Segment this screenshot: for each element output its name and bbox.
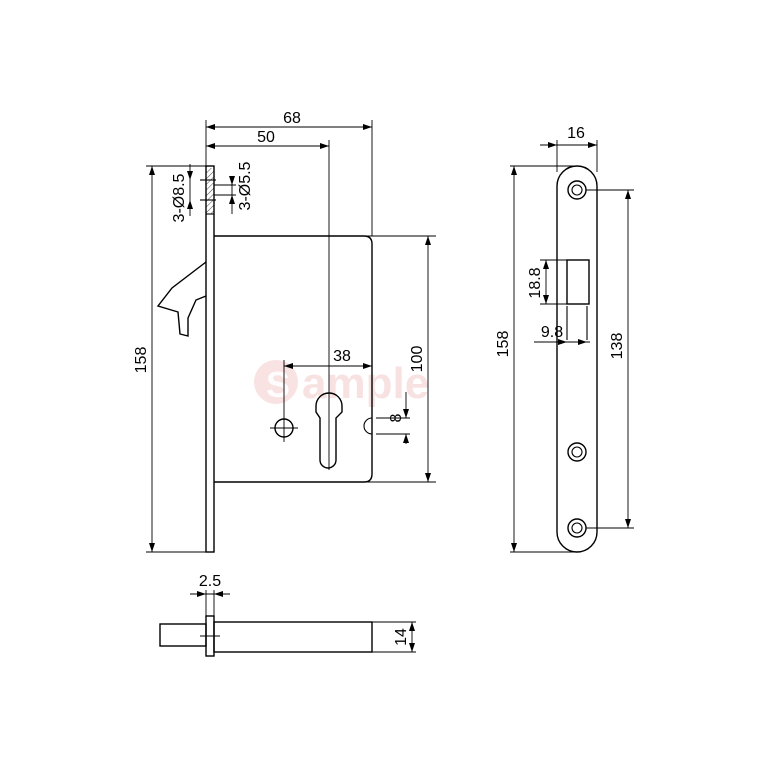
dim-14: 14 xyxy=(393,628,410,646)
dim-2-5: 2.5 xyxy=(199,573,221,590)
dim-hole-5-5: 3-Ø5.5 xyxy=(237,161,254,210)
bottom-view: 2.5 14 xyxy=(159,573,416,657)
dim-158-front: 158 xyxy=(133,347,150,374)
dim-50: 50 xyxy=(257,129,275,146)
dim-100: 100 xyxy=(409,346,426,373)
dim-hole-8-5: 3-Ø8.5 xyxy=(171,173,188,222)
side-view: 16 158 18.8 9.8 138 xyxy=(495,125,634,553)
watermark-logo-icon xyxy=(254,360,298,404)
side-faceplate xyxy=(556,165,598,553)
bottom-tongue xyxy=(159,623,207,647)
dim-9-8: 9.8 xyxy=(541,324,563,341)
cylinder-keyhole xyxy=(315,392,343,469)
screw-hole-top xyxy=(567,180,587,200)
bottom-body xyxy=(213,621,373,653)
screw-hole-middle xyxy=(567,442,587,462)
screw-hole-bottom xyxy=(567,518,587,538)
hook-opening xyxy=(566,259,590,305)
faceplate-hatch xyxy=(206,168,214,214)
watermark-logo-letter: S xyxy=(266,364,290,405)
dim-18-8: 18.8 xyxy=(527,267,544,298)
dim-38: 38 xyxy=(333,348,351,365)
faceplate xyxy=(205,165,215,553)
hook-bolt xyxy=(156,261,207,337)
dim-16: 16 xyxy=(567,125,585,142)
front-view: 68 50 38 100 8 158 xyxy=(133,110,436,553)
dim-8: 8 xyxy=(388,413,405,422)
dim-68: 68 xyxy=(283,110,301,127)
dim-158-side: 158 xyxy=(495,331,512,358)
dim-138: 138 xyxy=(609,333,626,360)
